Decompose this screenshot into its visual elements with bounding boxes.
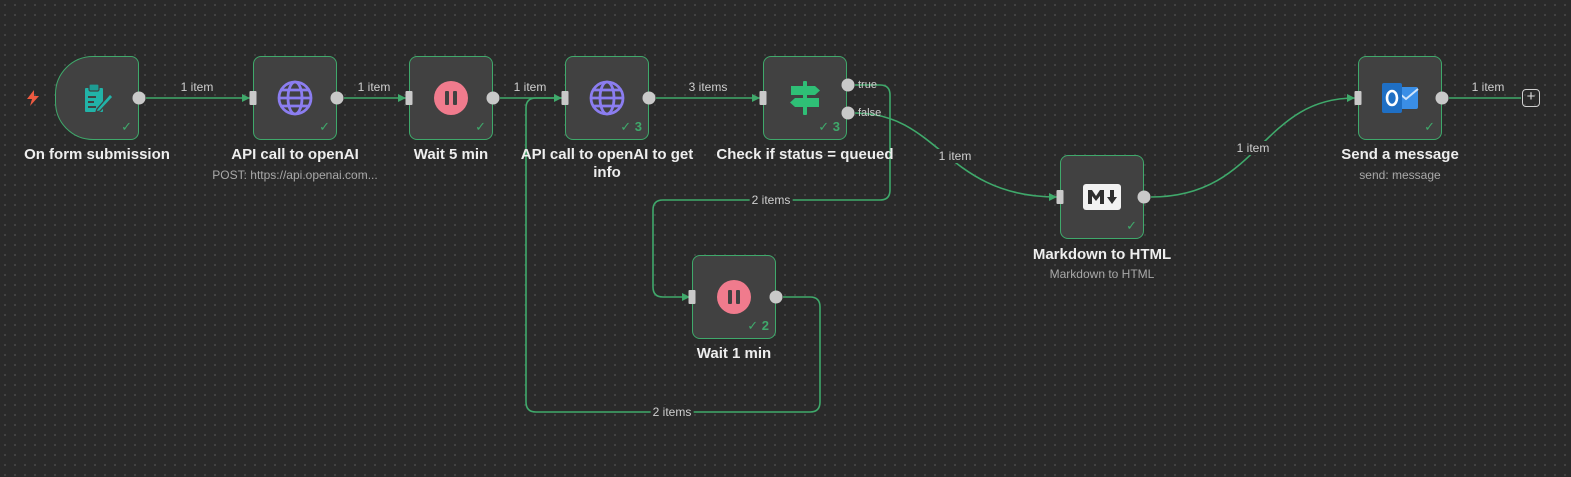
output-handle[interactable] <box>1137 190 1151 204</box>
success-check: ✓ <box>475 119 486 134</box>
edge-label: 1 item <box>178 80 216 94</box>
edge-label: 1 item <box>1234 141 1272 155</box>
globe-icon <box>589 80 625 116</box>
success-check: ✓ 3 <box>818 119 840 134</box>
node-label: Wait 1 min <box>696 345 772 362</box>
outlook-icon <box>1382 83 1419 113</box>
arrowhead <box>682 293 690 301</box>
node-label: Markdown to HTML <box>1032 246 1172 263</box>
node-label: API call to openAI <box>231 146 359 163</box>
node-on-form-submission[interactable]: ✓ <box>55 56 139 140</box>
output-handle-false[interactable] <box>841 106 855 120</box>
edge-label: 1 item <box>1469 80 1507 94</box>
input-handle[interactable] <box>405 91 413 105</box>
node-markdown-to-html[interactable]: ✓ <box>1060 155 1144 239</box>
node-label: Wait 5 min <box>413 146 489 163</box>
node-wait-5-min[interactable]: ✓ <box>409 56 493 140</box>
input-handle[interactable] <box>1056 190 1064 204</box>
form-icon <box>85 83 114 113</box>
node-wait-1-min[interactable]: ✓ 2 <box>692 255 776 339</box>
pause-icon <box>434 81 468 115</box>
input-handle[interactable] <box>561 91 569 105</box>
arrowhead <box>554 94 562 102</box>
edge-label: 1 item <box>936 149 974 163</box>
add-node-button[interactable]: + <box>1522 89 1540 107</box>
branch-label-true: true <box>858 79 877 91</box>
pause-icon <box>717 280 751 314</box>
output-handle[interactable] <box>132 91 146 105</box>
node-subtitle: POST: https://api.openai.com... <box>212 168 378 182</box>
edge-label: 1 item <box>355 80 393 94</box>
edge-label: 2 items <box>650 405 694 419</box>
node-subtitle: Markdown to HTML <box>1049 267 1155 281</box>
output-handle[interactable] <box>486 91 500 105</box>
node-label: On form submission <box>24 146 170 163</box>
edge-label: 3 items <box>686 80 730 94</box>
node-check-if-status-queued[interactable]: ✓ 3 <box>763 56 847 140</box>
input-handle[interactable] <box>759 91 767 105</box>
arrowhead <box>242 94 250 102</box>
success-check: ✓ 3 <box>620 119 642 134</box>
node-label: Send a message <box>1341 146 1459 163</box>
success-check: ✓ <box>1126 218 1137 233</box>
node-send-a-message[interactable]: ✓ <box>1358 56 1442 140</box>
success-check: ✓ <box>1424 119 1435 134</box>
input-handle[interactable] <box>688 290 696 304</box>
input-handle[interactable] <box>249 91 257 105</box>
output-handle[interactable] <box>642 91 656 105</box>
node-label: API call to openAI to get info <box>520 146 694 181</box>
edge-label: 2 items <box>749 193 793 207</box>
node-label: Check if status = queued <box>716 146 894 163</box>
success-check: ✓ <box>121 119 132 134</box>
success-check: ✓ <box>319 119 330 134</box>
output-handle[interactable] <box>1435 91 1449 105</box>
output-handle[interactable] <box>330 91 344 105</box>
success-check: ✓ 2 <box>747 318 769 333</box>
markdown-icon <box>1083 184 1121 210</box>
output-handle-true[interactable] <box>841 78 855 92</box>
arrowhead <box>752 94 760 102</box>
trigger-bolt-icon <box>27 90 39 106</box>
arrowhead <box>1347 94 1355 102</box>
node-subtitle: send: message <box>1359 168 1441 182</box>
node-api-call-openai-get-info[interactable]: ✓ 3 <box>565 56 649 140</box>
arrowhead <box>1049 193 1057 201</box>
signpost-icon <box>790 81 820 115</box>
input-handle[interactable] <box>1354 91 1362 105</box>
branch-label-false: false <box>858 107 882 119</box>
edge-label: 1 item <box>511 80 549 94</box>
output-handle[interactable] <box>769 290 783 304</box>
globe-icon <box>277 80 313 116</box>
arrowhead <box>398 94 406 102</box>
node-api-call-openai[interactable]: ✓ <box>253 56 337 140</box>
